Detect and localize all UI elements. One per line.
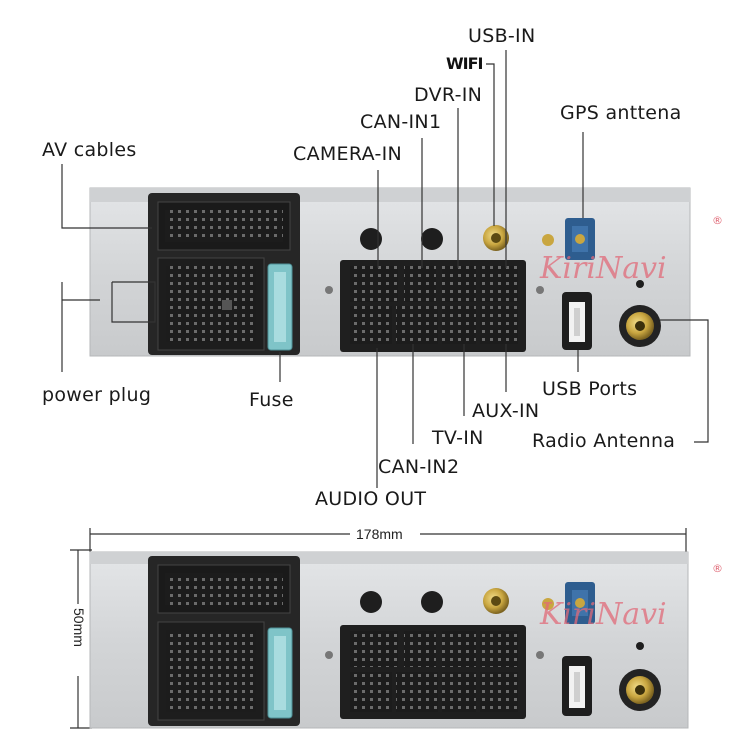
connector-block (340, 260, 526, 352)
label-usb-in: USB-IN (468, 25, 535, 47)
labels: USB-IN WIFI DVR-IN CAN-IN1 CAMERA-IN GPS… (42, 25, 682, 510)
label-av-cables: AV cables (42, 139, 137, 161)
label-camera-in: CAMERA-IN (293, 143, 402, 165)
label-wifi: WIFI (446, 54, 483, 73)
label-audio-out: AUDIO OUT (315, 488, 426, 510)
mount-hole (421, 228, 443, 250)
label-gps-antenna: GPS anttena (560, 102, 682, 124)
iso-harness-bottom (148, 556, 300, 726)
bottom-unit: KiriNavi ® (89, 551, 723, 729)
height-dimension: 50mm (71, 608, 87, 647)
label-dvr-in: DVR-IN (414, 84, 482, 106)
label-aux-in: AUX-IN (472, 400, 539, 422)
registered-mark-bottom: ® (712, 562, 723, 575)
brand-watermark-bottom: KiriNavi (539, 597, 667, 632)
label-fuse: Fuse (249, 389, 294, 411)
gps-connector (542, 218, 595, 260)
radio-antenna-socket (619, 280, 661, 347)
label-can-in1: CAN-IN1 (360, 111, 441, 133)
top-unit: KiriNavi ® (89, 187, 723, 357)
width-dimension: 178mm (356, 526, 403, 542)
connector-block-bottom (340, 625, 526, 719)
registered-mark: ® (712, 214, 723, 227)
label-can-in2: CAN-IN2 (378, 456, 459, 478)
label-power-plug: power plug (42, 384, 151, 406)
dimension-lines: 178mm 50mm (70, 526, 687, 729)
usb-port (562, 292, 592, 350)
mount-hole (360, 228, 382, 250)
label-usb-ports: USB Ports (542, 378, 637, 400)
label-tv-in: TV-IN (431, 427, 484, 449)
iso-harness (148, 193, 300, 355)
label-radio-antenna: Radio Antenna (532, 430, 675, 452)
fuse (267, 263, 293, 351)
callout-lines (61, 50, 709, 488)
wifi-connector (483, 225, 509, 251)
brand-watermark: KiriNavi (539, 251, 667, 286)
